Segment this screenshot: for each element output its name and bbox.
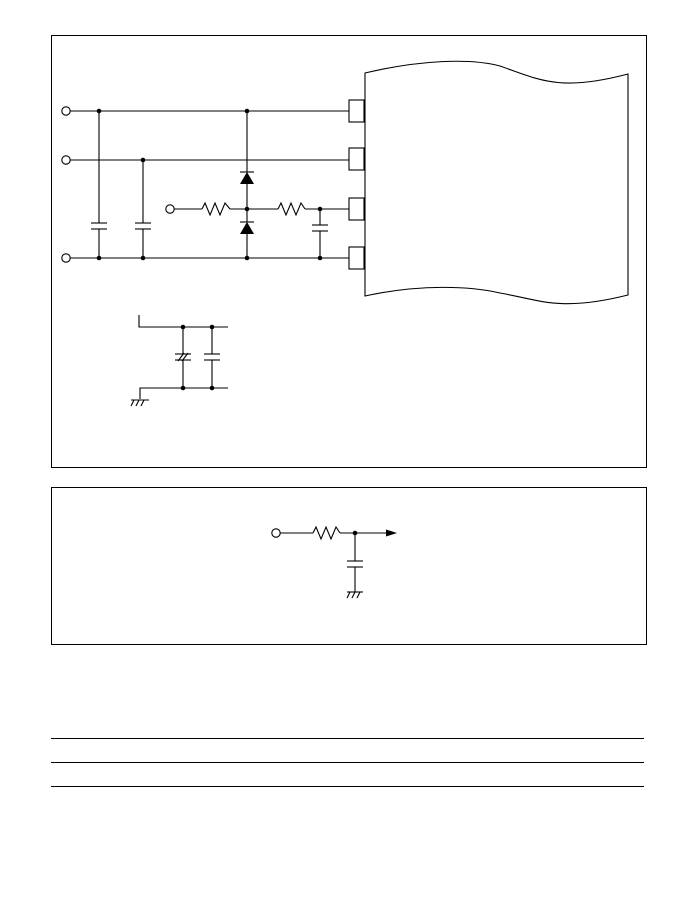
resistor-r1	[174, 201, 278, 217]
junction-dots	[96, 108, 323, 261]
ic-chip-outline	[364, 60, 629, 305]
pin-3	[348, 197, 365, 221]
terminal-1	[61, 106, 71, 116]
resistor-filter	[312, 525, 341, 541]
terminal-filter-input	[271, 528, 281, 538]
ic-pins	[348, 99, 365, 270]
terminal-3	[61, 253, 71, 263]
capacitor-c3	[312, 209, 328, 258]
pin-1	[348, 99, 365, 123]
pin-2	[348, 147, 365, 171]
decoupling-subcircuit	[130, 315, 228, 407]
output-arrow	[386, 529, 397, 537]
table-rule-bottom	[51, 786, 644, 787]
table-rule-middle	[51, 762, 644, 763]
pin-4	[348, 246, 365, 270]
capacitor-c1	[91, 111, 107, 258]
terminal-2	[61, 155, 71, 165]
rails	[70, 110, 349, 259]
figure-2-frame	[51, 487, 647, 645]
table-rule-top	[51, 738, 644, 739]
terminal-input	[165, 204, 175, 214]
resistor-r2	[277, 201, 349, 217]
diode-lower	[240, 222, 254, 234]
capacitor-c2	[135, 160, 151, 258]
diode-upper	[240, 172, 254, 184]
clamp-diodes	[240, 111, 254, 258]
rc-filter-figure	[271, 525, 397, 599]
input-terminals	[61, 106, 175, 263]
figure-1-frame	[51, 35, 647, 468]
